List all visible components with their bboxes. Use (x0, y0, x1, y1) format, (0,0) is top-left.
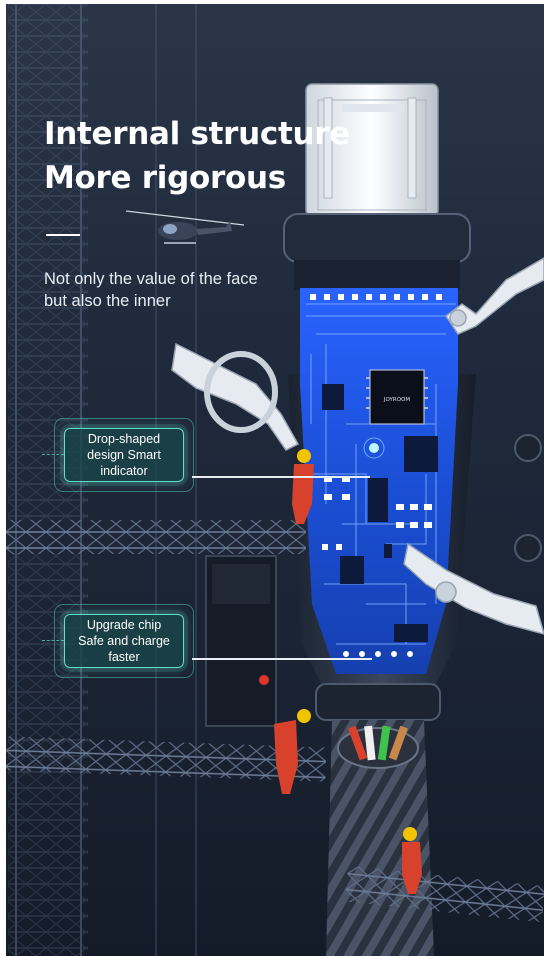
walkway (6, 520, 544, 923)
callout-connector (42, 640, 64, 642)
leader-line (192, 476, 370, 478)
callout-line: indicator (100, 464, 148, 478)
callout-line: Safe and charge (78, 634, 170, 648)
helicopter-icon (125, 210, 245, 244)
callout-connector (42, 454, 64, 456)
robot-arm-icon (171, 257, 544, 635)
circuit-board (300, 288, 458, 674)
indicator-light (369, 443, 379, 453)
product-poster: JOYROOM (6, 4, 544, 956)
connector-collar (283, 213, 471, 263)
chip-label: JOYROOM (383, 397, 410, 403)
callout-upgrade-chip: Upgrade chip Safe and charge faster (64, 614, 184, 668)
callout-frame (54, 604, 194, 678)
callout-line: design Smart (87, 448, 161, 462)
usb-plug (305, 83, 439, 217)
headline-line-1: Internal structure (44, 116, 350, 152)
cable-collar (315, 683, 441, 721)
cable-wires (337, 725, 419, 769)
chip-icon: JOYROOM (366, 369, 428, 425)
cable-illustration: JOYROOM (6, 4, 544, 956)
subtext-line-1: Not only the value of the face (44, 270, 258, 288)
callout-line: Upgrade chip (86, 618, 162, 632)
control-box (205, 555, 277, 727)
callout-frame (54, 418, 194, 492)
subtext-line-2: but also the inner (44, 292, 171, 310)
callout-smart-indicator: Drop-shaped design Smart indicator (64, 428, 184, 482)
headline-line-2: More rigorous (44, 160, 286, 196)
headline: Internal structure More rigorous (44, 112, 350, 200)
leader-line (192, 658, 372, 660)
subtext: Not only the value of the face but also … (44, 268, 258, 312)
wall-bolt (514, 434, 542, 562)
callout-line: faster (108, 650, 140, 664)
worker-icon (274, 449, 422, 894)
callout-line: Drop-shaped (87, 432, 161, 446)
connector-neck (294, 260, 460, 290)
divider (46, 234, 80, 236)
